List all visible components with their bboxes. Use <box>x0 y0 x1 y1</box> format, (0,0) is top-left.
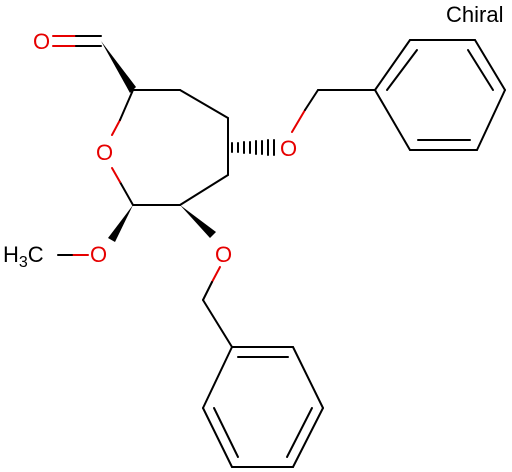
aldehyde-group: O <box>33 29 136 93</box>
ring-bond-c1-o-red <box>111 167 121 183</box>
ring-bond-o-c5 <box>119 89 134 121</box>
hashed-bond-upper <box>231 139 275 156</box>
ring-bond-c2-c1-right <box>179 174 229 206</box>
wedge-bond-aldehyde <box>101 41 136 93</box>
aldehyde-oxygen-label: O <box>33 29 50 54</box>
methoxy-oxygen-label: O <box>90 242 107 267</box>
wedge-bond-lower <box>180 205 216 238</box>
upper-o-ch2-bond <box>304 89 319 111</box>
lower-benzyloxy-oxygen-label: O <box>215 242 232 267</box>
methoxy-group: O H3C <box>3 205 133 271</box>
upper-o-ch2-bond-red <box>291 109 306 133</box>
lower-ch2-phenyl-bond <box>202 299 233 348</box>
ring-bond-c1-o <box>119 181 134 206</box>
ring-bond-o-c5-red <box>111 119 121 136</box>
lower-o-ch2-bond <box>202 281 213 301</box>
lower-benzyloxy-group: O <box>180 205 324 468</box>
upper-benzyloxy-group: O <box>231 39 506 161</box>
upper-benzyloxy-oxygen-label: O <box>280 136 297 161</box>
lower-phenyl-ring <box>202 346 324 468</box>
methyl-label: H3C <box>3 242 44 271</box>
ring-bond-c4-c3 <box>179 89 229 119</box>
chiral-label: Chiral <box>446 2 503 27</box>
upper-phenyl-ring <box>374 39 506 151</box>
ring-oxygen-label: O <box>96 140 113 165</box>
wedge-bond-methoxy <box>108 205 133 242</box>
pyranose-ring: O <box>96 89 229 206</box>
lower-o-ch2-bond-red <box>211 266 221 283</box>
